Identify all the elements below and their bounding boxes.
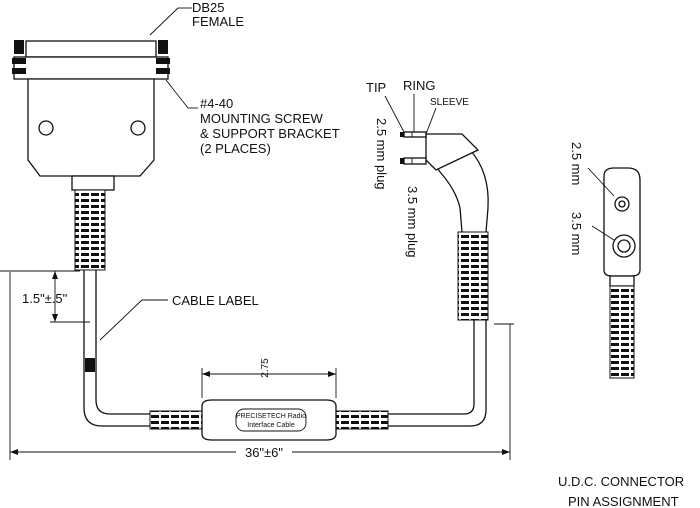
- cable-label-text: CABLE LABEL: [172, 293, 259, 308]
- screw-label-line2: MOUNTING SCREW: [200, 111, 324, 126]
- tip-label: TIP: [366, 80, 386, 95]
- dim-15: 1.5"±.5": [0, 270, 90, 323]
- db25-label-line1: DB25: [192, 0, 225, 15]
- screw-label-line3: & SUPPORT BRACKET: [200, 126, 340, 141]
- dim-15-label: 1.5"±.5": [22, 291, 68, 306]
- mounting-screw-icon: [12, 40, 170, 74]
- box-label-line2: Interface Cable: [247, 422, 295, 429]
- audio-plug-assembly: [400, 131, 489, 321]
- plug-labels: TIP RING SLEEVE 2.5 mm plug 3.5 mm plug: [366, 78, 469, 258]
- db25-label: DB25 FEMALE: [149, 0, 244, 36]
- box-label-line1: PRECISETECH Radio: [236, 413, 306, 420]
- udc-title-line1: U.D.C. CONNECTOR: [558, 474, 684, 489]
- dim-275: 2.75: [201, 358, 337, 398]
- cable-label-callout: CABLE LABEL: [99, 293, 259, 341]
- screw-label: #4-40 MOUNTING SCREW & SUPPORT BRACKET (…: [165, 79, 340, 156]
- ring-label: RING: [403, 78, 436, 93]
- udc-35-label: 3.5 mm: [569, 212, 584, 255]
- plug-35-icon: [400, 157, 427, 165]
- cable: [83, 270, 487, 427]
- db25-connector: [13, 40, 169, 191]
- udc-25-label: 2.5 mm: [569, 142, 584, 185]
- udc-connector: 2.5 mm 3.5 mm: [569, 142, 641, 379]
- plug-25-label: 2.5 mm plug: [374, 118, 389, 190]
- dim-36: 36"±6": [9, 272, 514, 460]
- dim-275-label: 2.75: [260, 358, 271, 378]
- dim-36-label: 36"±6": [245, 445, 283, 460]
- inline-box: PRECISETECH Radio Interface Cable: [149, 399, 389, 441]
- plug-35-label: 3.5 mm plug: [405, 186, 420, 258]
- udc-title: U.D.C. CONNECTOR PIN ASSIGNMENT: [558, 474, 684, 508]
- plug-25-icon: [400, 131, 427, 138]
- db25-label-line2: FEMALE: [192, 14, 244, 29]
- udc-title-line2: PIN ASSIGNMENT: [568, 494, 679, 508]
- db25-strain-relief-icon: [74, 189, 106, 271]
- sleeve-label: SLEEVE: [430, 97, 469, 108]
- screw-label-line4: (2 PLACES): [200, 141, 271, 156]
- screw-label-line1: #4-40: [200, 96, 233, 111]
